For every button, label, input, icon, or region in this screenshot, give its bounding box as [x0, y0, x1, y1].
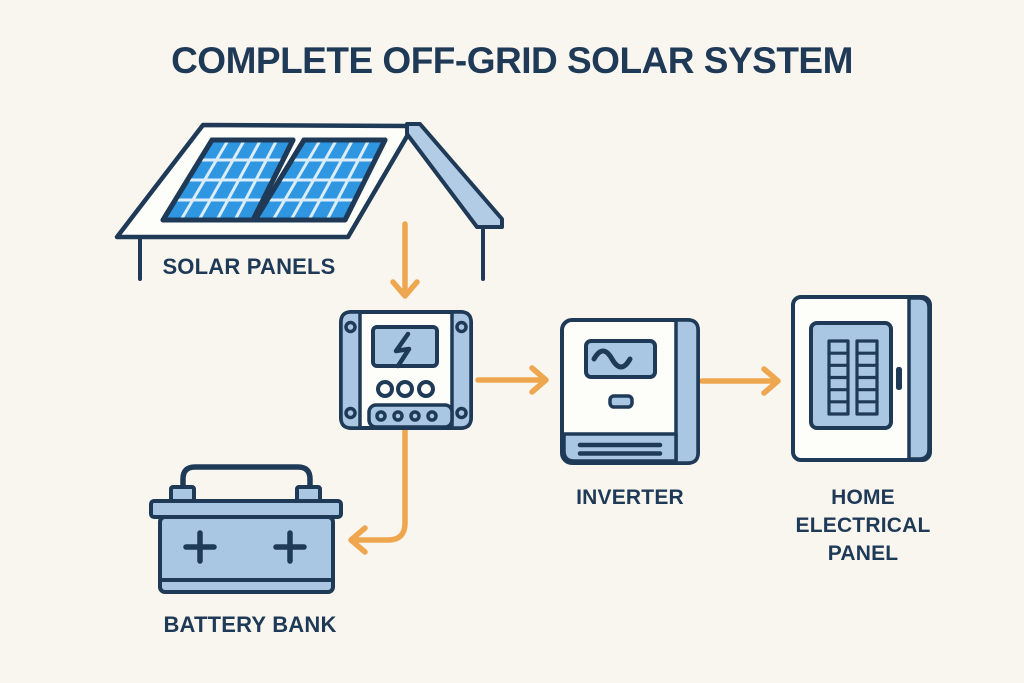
- lightning-bolt-icon: [393, 331, 412, 369]
- controller-buttons: [376, 380, 435, 398]
- home-electrical-panel-label: HOME ELECTRICAL PANEL: [763, 484, 963, 568]
- solar-panels-label: SOLAR PANELS: [162, 254, 336, 279]
- breaker-column-right: [855, 339, 879, 416]
- home-electrical-panel-figure: [791, 295, 932, 462]
- battery-lid: [149, 499, 343, 519]
- plus-terminal-marks: [183, 530, 307, 564]
- inverter-button: [608, 394, 634, 409]
- breaker-column-left: [827, 339, 850, 416]
- inverter-figure: [560, 318, 700, 465]
- arrow-left-head: [348, 525, 368, 555]
- arrow-controller-to-battery: [348, 427, 408, 555]
- arrow-right-head: [761, 366, 781, 396]
- home-panel-label-line-2: ELECTRICAL: [795, 514, 931, 537]
- controller-screen: [371, 325, 439, 368]
- panel-door-edge: [907, 296, 931, 461]
- home-panel-label-line-3: PANEL: [827, 542, 899, 565]
- arrow-down-head: [390, 279, 420, 299]
- breaker-panel: [809, 321, 893, 430]
- charge-controller-figure: [339, 310, 473, 430]
- inverter-side-strip: [674, 318, 700, 465]
- controller-side-strip-right: [450, 310, 473, 430]
- battery-handle: [180, 464, 313, 500]
- arrow-controller-to-inverter: [475, 365, 549, 395]
- solar-panel-2: [252, 137, 388, 223]
- controller-screws: [344, 320, 468, 420]
- controller-side-strip-left: [339, 310, 362, 430]
- battery-bank-figure: [149, 464, 343, 594]
- controller-terminals: [375, 410, 438, 422]
- panel-door-handle: [896, 367, 902, 390]
- home-panel-label-line-1: HOME: [831, 486, 895, 509]
- page-title: COMPLETE OFF-GRID SOLAR SYSTEM: [171, 40, 853, 81]
- arrow-solar-to-controller: [390, 221, 420, 299]
- battery-bank-label: BATTERY BANK: [163, 612, 337, 637]
- arrow-inverter-to-panel: [699, 366, 781, 396]
- solar-panel-array: [160, 137, 388, 223]
- sine-wave-icon: [591, 348, 633, 370]
- arrow-right-head: [529, 365, 549, 395]
- solar-panel-1: [160, 137, 296, 223]
- inverter-label: INVERTER: [576, 486, 684, 509]
- roof-ridge: [405, 122, 504, 229]
- inverter-vent-strip: [562, 432, 678, 463]
